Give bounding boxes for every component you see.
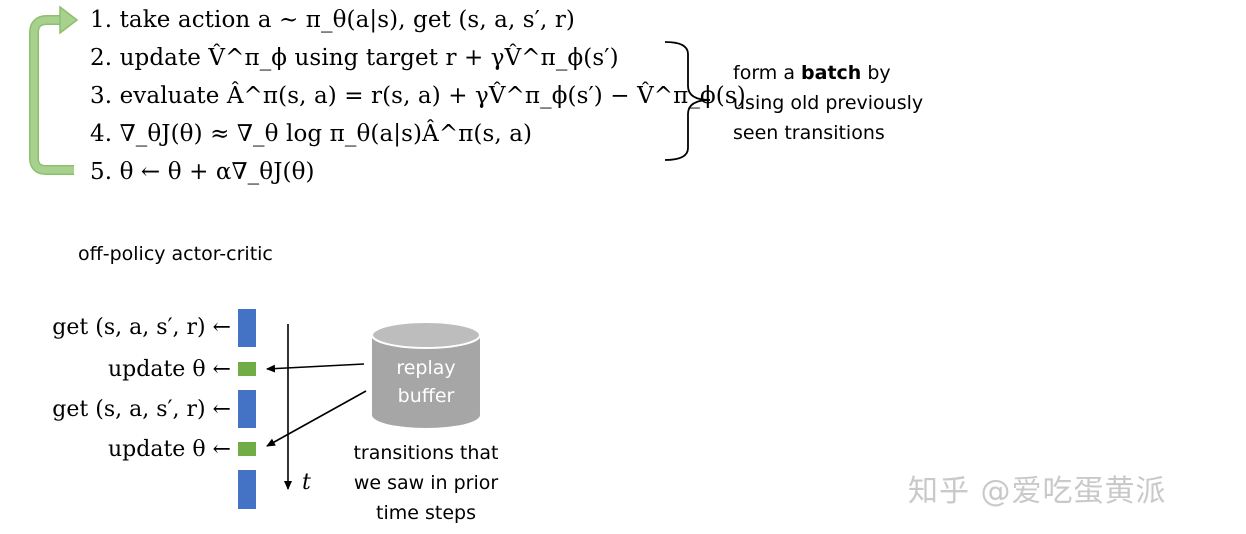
step-1-number: 1.: [90, 7, 113, 33]
step-3: 3. evaluate Â^π(s, a) = r(s, a) + γV̂^π_…: [90, 82, 746, 110]
buffer-to-update-arrow-2: [266, 390, 367, 447]
loop-arrow: [29, 5, 79, 175]
replay-buffer-label: replay buffer: [372, 354, 480, 410]
batch-brace: [664, 41, 711, 161]
replay-buffer-cylinder: [371, 321, 481, 428]
row-label-get-2: get (s, a, s′, r) ←: [52, 397, 231, 422]
update-block-1: [238, 362, 256, 376]
step-1: 1. take action a ~ π_θ(a|s), get (s, a, …: [90, 6, 575, 34]
watermark: 知乎 @爱吃蛋黄派: [908, 474, 1167, 509]
step-1-text: take action a ~ π_θ(a|s), get (s, a, s′,…: [119, 7, 575, 33]
step-5-number: 5.: [90, 159, 113, 185]
step-4: 4. ∇_θJ(θ) ≈ ∇_θ log π_θ(a|s)Â^π(s, a): [90, 120, 532, 148]
time-axis-label: t: [302, 470, 311, 495]
step-5: 5. θ ← θ + α∇_θJ(θ): [90, 158, 315, 186]
caption-line-3: time steps: [376, 502, 476, 524]
batch-note-line-1: form a batch by: [733, 58, 993, 88]
batch-note-line-2: using old previously: [733, 92, 924, 114]
step-3-text: evaluate Â^π(s, a) = r(s, a) + γV̂^π_ϕ(s…: [119, 83, 746, 109]
row-label-update-2: update θ ←: [108, 437, 231, 462]
step-5-text: θ ← θ + α∇_θJ(θ): [119, 159, 315, 185]
replay-buffer-caption: transitions that we saw in prior time st…: [330, 438, 522, 528]
row-label-get-1: get (s, a, s′, r) ←: [52, 315, 231, 340]
buffer-to-update-arrow-1: [266, 363, 365, 373]
step-2: 2. update V̂^π_ϕ using target r + γV̂^π_…: [90, 44, 619, 72]
caption-line-2: we saw in prior: [353, 472, 499, 494]
replay-buffer-label-line-2: buffer: [397, 385, 455, 407]
batch-note-prefix: form a: [733, 62, 802, 84]
batch-note: form a batch by using old previously see…: [733, 58, 993, 148]
get-block-3: [238, 470, 256, 509]
get-block-2: [238, 390, 256, 428]
step-3-number: 3.: [90, 83, 113, 109]
step-4-number: 4.: [90, 121, 113, 147]
batch-note-line-3: seen transitions: [733, 122, 885, 144]
step-2-text: update V̂^π_ϕ using target r + γV̂^π_ϕ(s…: [119, 45, 619, 71]
row-label-update-1: update θ ←: [108, 357, 231, 382]
caption-line-1: transitions that: [353, 442, 499, 464]
step-4-text: ∇_θJ(θ) ≈ ∇_θ log π_θ(a|s)Â^π(s, a): [119, 121, 533, 147]
section-title: off-policy actor-critic: [78, 243, 273, 265]
step-2-number: 2.: [90, 45, 113, 71]
get-block-1: [238, 309, 256, 347]
replay-buffer-label-line-1: replay: [396, 357, 456, 379]
update-block-2: [238, 442, 256, 456]
batch-note-bold: batch: [801, 62, 862, 84]
batch-note-suffix: by: [861, 62, 891, 84]
